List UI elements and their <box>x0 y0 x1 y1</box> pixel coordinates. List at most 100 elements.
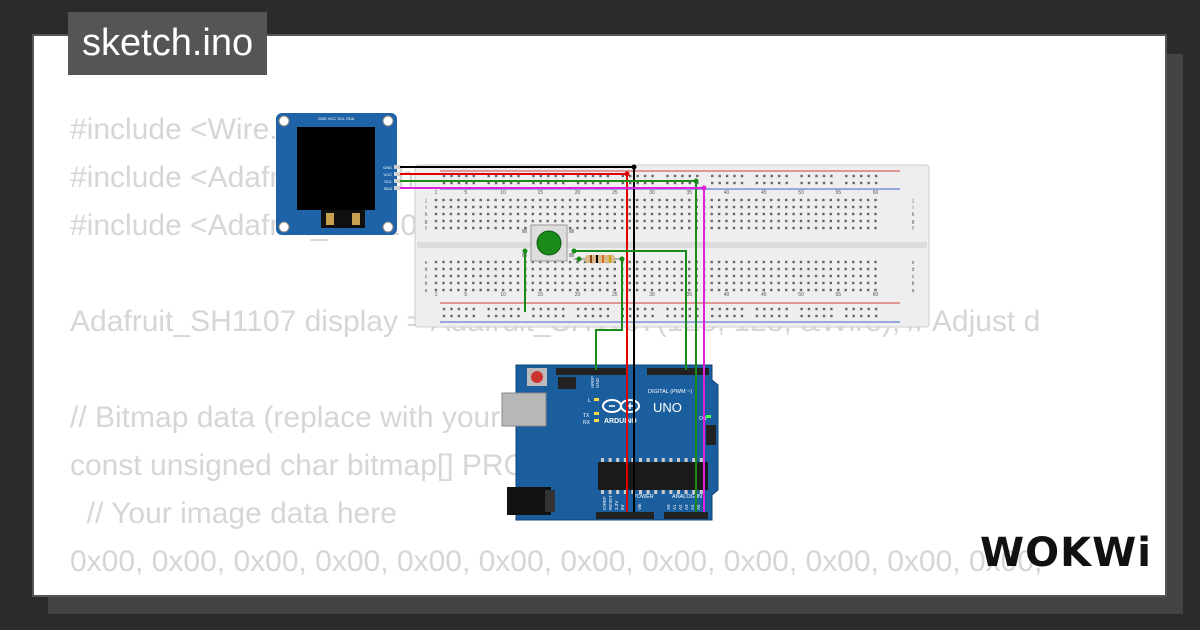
breadboard-hole <box>546 219 549 223</box>
breadboard-hole <box>576 260 579 264</box>
breadboard-hole <box>844 212 847 216</box>
breadboard-hole <box>546 288 549 292</box>
power-rail-hole <box>800 181 803 185</box>
breadboard-hole <box>531 267 534 271</box>
power-rail-hole <box>576 314 580 318</box>
reset-button[interactable] <box>531 371 543 383</box>
power-rail-hole <box>860 174 863 178</box>
breadboard-hole <box>732 281 736 285</box>
power-rail-hole <box>778 174 781 178</box>
power-rail-hole <box>606 307 610 311</box>
breadboard-hole <box>613 260 616 264</box>
power-rail-hole <box>725 174 729 178</box>
power-rail-hole <box>576 174 580 178</box>
power-rail-hole <box>465 307 468 311</box>
breadboard-hole <box>829 212 832 216</box>
power-rail-hole <box>532 307 535 311</box>
breadboard-hole <box>814 198 818 202</box>
breadboard-hole <box>747 198 751 202</box>
power-rail-hole <box>755 174 759 178</box>
breadboard-row-label: d <box>425 267 428 273</box>
breadboard-hole <box>866 281 870 285</box>
breadboard-hole <box>717 219 721 223</box>
breadboard-hole <box>852 267 855 271</box>
breadboard-hole <box>755 219 758 223</box>
breadboard-hole <box>531 219 534 223</box>
breadboard-hole <box>688 281 691 285</box>
breadboard-hole <box>457 274 460 278</box>
power-rail-hole <box>509 181 513 185</box>
breadboard-hole <box>449 198 453 202</box>
breadboard-hole <box>747 226 751 230</box>
breadboard-hole <box>762 212 765 216</box>
breadboard-hole <box>486 281 490 285</box>
breadboard-hole <box>650 260 654 264</box>
breadboard-hole <box>814 281 818 285</box>
breadboard-col-label: 15 <box>538 292 544 298</box>
breadboard-hole <box>732 288 736 292</box>
chip-leg <box>646 490 650 494</box>
breadboard-hole <box>486 219 490 223</box>
breadboard-hole <box>583 226 587 230</box>
breadboard-hole <box>479 219 482 223</box>
breadboard-hole <box>747 288 751 292</box>
breadboard-hole <box>554 260 557 264</box>
chip-leg <box>669 458 673 462</box>
oled-display-module: GND VCC SCL SDA GND VCC SCL SDA <box>276 113 400 235</box>
breadboard-hole <box>837 288 840 292</box>
breadboard-hole <box>799 226 803 230</box>
breadboard-hole <box>725 288 728 292</box>
breadboard-hole <box>494 226 497 230</box>
breadboard-hole <box>859 260 862 264</box>
breadboard-hole <box>770 274 773 278</box>
breadboard-hole <box>822 205 825 209</box>
a1-label: A1 <box>672 504 677 510</box>
power-rail-hole <box>867 314 870 318</box>
breadboard-hole <box>866 212 870 216</box>
chip-leg <box>684 458 688 462</box>
breadboard-hole <box>643 219 646 223</box>
breadboard-hole <box>799 281 803 285</box>
power-rail-hole <box>494 307 498 311</box>
breadboard-hole <box>710 212 713 216</box>
breadboard-hole <box>442 260 445 264</box>
breadboard-hole <box>732 212 736 216</box>
breadboard-hole <box>554 219 557 223</box>
breadboard-hole <box>621 219 624 223</box>
breadboard-hole <box>591 288 594 292</box>
pushbutton-cap[interactable] <box>536 230 562 256</box>
breadboard-hole <box>717 226 721 230</box>
breadboard-hole <box>509 260 512 264</box>
breadboard-hole <box>807 205 810 209</box>
power-rail-hole <box>547 314 550 318</box>
breadboard-hole <box>844 219 847 223</box>
breadboard-hole <box>822 267 825 271</box>
breadboard-hole <box>740 219 743 223</box>
breadboard-hole <box>591 205 594 209</box>
power-rail-hole <box>807 314 811 318</box>
breadboard-hole <box>472 212 475 216</box>
breadboard-hole <box>486 260 490 264</box>
breadboard-hole <box>591 212 594 216</box>
breadboard-hole <box>554 212 557 216</box>
breadboard-hole <box>472 288 475 292</box>
chip-leg <box>639 490 642 494</box>
breadboard-hole <box>516 198 520 202</box>
breadboard-hole <box>710 260 713 264</box>
breadboard-hole <box>770 212 773 216</box>
power-rail-hole <box>867 174 870 178</box>
breadboard-hole <box>501 281 505 285</box>
breadboard-hole <box>717 260 721 264</box>
breadboard-hole <box>777 281 780 285</box>
breadboard-hole <box>747 274 751 278</box>
breadboard-hole <box>732 226 736 230</box>
breadboard-hole <box>665 274 669 278</box>
breadboard-hole <box>449 226 453 230</box>
file-tab[interactable]: sketch.ino <box>68 12 268 75</box>
power-rail-hole <box>688 314 691 318</box>
breadboard-hole <box>583 205 587 209</box>
breadboard-hole <box>576 267 579 271</box>
breadboard-hole <box>583 212 587 216</box>
breadboard-hole <box>449 267 453 271</box>
power-rail-hole <box>562 174 565 178</box>
